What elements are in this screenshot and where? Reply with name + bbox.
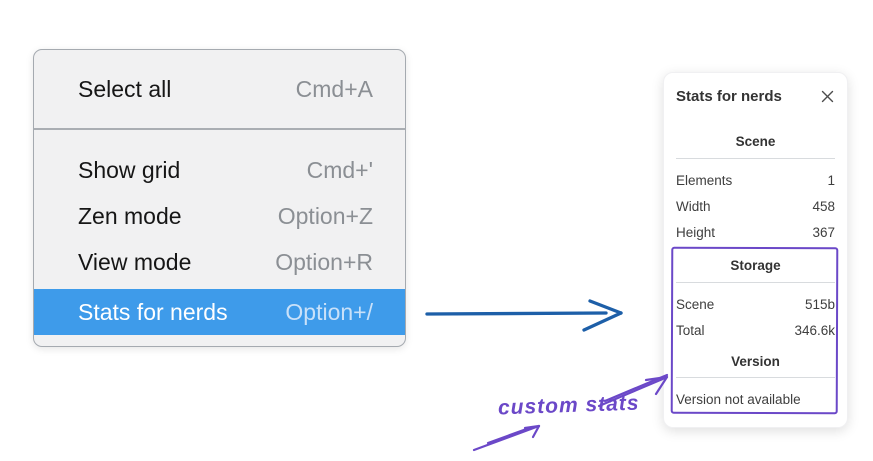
section-divider [676, 282, 835, 283]
stat-label: Total [676, 322, 705, 338]
stats-panel-header: Stats for nerds [676, 85, 835, 107]
menu-item-label: View mode [78, 248, 192, 275]
menu-item-label: Stats for nerds [78, 298, 228, 325]
menu-item-shortcut: Cmd+A [295, 75, 373, 102]
stat-label: Width [676, 198, 711, 214]
stat-label: Elements [676, 172, 733, 188]
menu-item-zen-mode[interactable]: Zen mode Option+Z [34, 193, 405, 239]
menu-item-stats-for-nerds[interactable]: Stats for nerds Option+/ [34, 289, 405, 335]
stats-panel: Stats for nerds Scene Elements 1 Width 4… [663, 72, 848, 428]
menu-item-show-grid[interactable]: Show grid Cmd+' [34, 147, 405, 193]
menu-item-select-all[interactable]: Select all Cmd+A [34, 66, 405, 112]
context-menu: Select all Cmd+A Show grid Cmd+' Zen mod… [33, 49, 406, 347]
menu-item-shortcut: Option+/ [285, 298, 373, 325]
stats-panel-title: Stats for nerds [676, 87, 782, 105]
menu-item-shortcut: Option+Z [277, 202, 373, 229]
right-arrow-icon [425, 299, 623, 332]
version-note: Version not available [676, 391, 801, 407]
stat-value: 515b [804, 296, 835, 312]
stat-row-scene-storage: Scene 515b [676, 291, 835, 317]
menu-item-shortcut: Cmd+' [306, 156, 373, 183]
stat-row-total-storage: Total 346.6k [676, 317, 835, 343]
section-heading-scene: Scene [735, 134, 776, 149]
menu-item-label: Show grid [78, 156, 181, 183]
stat-value: 458 [812, 198, 835, 214]
stat-label: Height [676, 224, 716, 240]
stat-row-elements: Elements 1 [676, 167, 835, 193]
menu-item-view-mode[interactable]: View mode Option+R [34, 239, 405, 285]
section-divider [676, 158, 835, 159]
section-heading-storage: Storage [730, 258, 781, 273]
stat-row-width: Width 458 [676, 193, 835, 219]
annotation-arrow-lower [472, 424, 541, 452]
stat-value: 1 [827, 172, 835, 188]
stat-label: Scene [676, 296, 715, 312]
annotation-text: custom stats [497, 391, 640, 420]
stat-row-height: Height 367 [676, 219, 835, 245]
menu-item-label: Zen mode [78, 202, 182, 229]
close-icon[interactable] [819, 88, 835, 104]
stat-value: 367 [812, 224, 835, 240]
menu-divider [34, 128, 405, 130]
stat-value: 346.6k [794, 322, 835, 338]
menu-item-shortcut: Option+R [275, 248, 373, 275]
menu-item-label: Select all [78, 75, 172, 102]
section-divider [676, 377, 835, 378]
section-heading-version: Version [731, 354, 780, 369]
